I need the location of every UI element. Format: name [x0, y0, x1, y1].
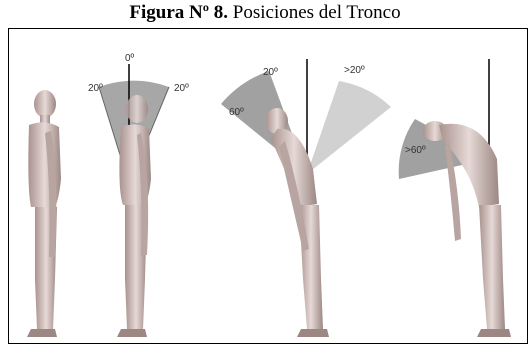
figure-caption: Figura Nº 8. Posiciones del Tronco	[0, 0, 530, 26]
figure-standing-with-range: 0º 20º 20º	[88, 53, 189, 337]
label-20-degrees-front: 20º	[174, 83, 189, 94]
label-0-degrees: 0º	[125, 53, 135, 64]
trunk-positions-illustration: 0º 20º 20º 20º 60º >20º >60º	[9, 29, 528, 344]
extension-over-20-wedge	[307, 81, 391, 174]
figure-title: Posiciones del Tronco	[228, 2, 401, 23]
label-20-degrees: 20º	[263, 67, 278, 78]
figure-standing-neutral	[27, 90, 61, 337]
label-over-60-degrees: >60º	[405, 145, 426, 156]
label-60-degrees: 60º	[229, 107, 244, 118]
label-over-20-degrees: >20º	[344, 65, 365, 76]
figure-flexion-moderate: 20º 60º >20º	[221, 59, 391, 337]
label-20-degrees-back: 20º	[88, 83, 103, 94]
figure-number: Figura Nº 8.	[129, 2, 228, 23]
illustration-frame: 0º 20º 20º 20º 60º >20º >60º	[8, 28, 528, 344]
figure-flexion-deep: >60º	[399, 59, 511, 337]
